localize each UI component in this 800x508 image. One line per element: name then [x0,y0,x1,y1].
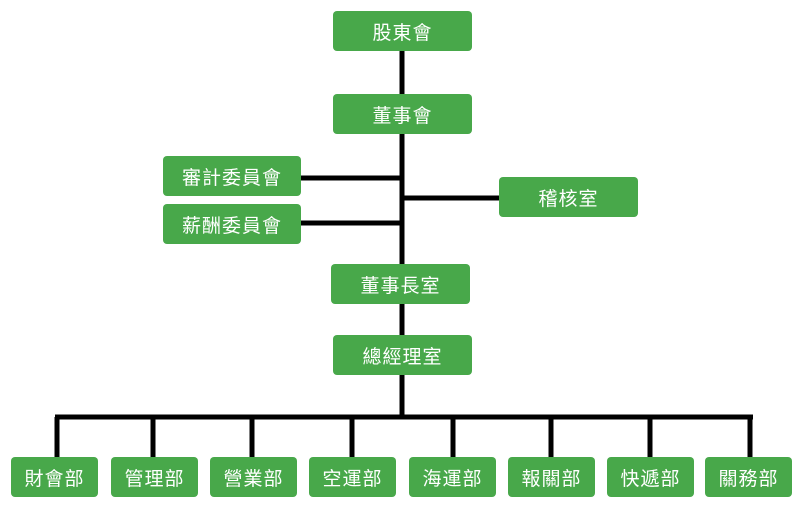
remuneration-committee-box: 薪酬委員會 [163,204,301,244]
general-manager-office-label: 總經理室 [362,345,443,368]
audit-office-label: 稽核室 [538,187,599,210]
department-express-box: 快遞部 [607,457,694,497]
board-of-directors-box: 董事會 [333,94,472,134]
department-label: 海運部 [422,467,483,490]
department-management-box: 管理部 [111,457,198,497]
department-sales-box: 營業部 [210,457,297,497]
remuneration-committee-label: 薪酬委員會 [181,214,282,237]
department-air-freight-box: 空運部 [309,457,396,497]
department-label: 空運部 [322,467,383,490]
department-label: 營業部 [223,467,284,490]
department-customs-affairs-box: 關務部 [705,457,792,497]
shareholders-meeting-label: 股東會 [372,21,433,44]
audit-committee-box: 審計委員會 [163,156,301,196]
audit-office-box: 稽核室 [499,177,638,217]
chairman-office-label: 董事長室 [360,274,441,297]
department-label: 財會部 [24,467,85,490]
department-label: 關務部 [718,467,779,490]
audit-committee-label: 審計委員會 [181,166,282,189]
department-sea-freight-box: 海運部 [409,457,496,497]
department-label: 報關部 [521,467,582,490]
shareholders-meeting-box: 股東會 [333,11,472,51]
general-manager-office-box: 總經理室 [333,335,472,375]
chairman-office-box: 董事長室 [331,264,470,304]
department-label: 快遞部 [620,467,681,490]
department-finance-box: 財會部 [11,457,98,497]
board-of-directors-label: 董事會 [372,104,433,127]
department-customs-declaration-box: 報關部 [508,457,595,497]
department-label: 管理部 [124,467,185,490]
